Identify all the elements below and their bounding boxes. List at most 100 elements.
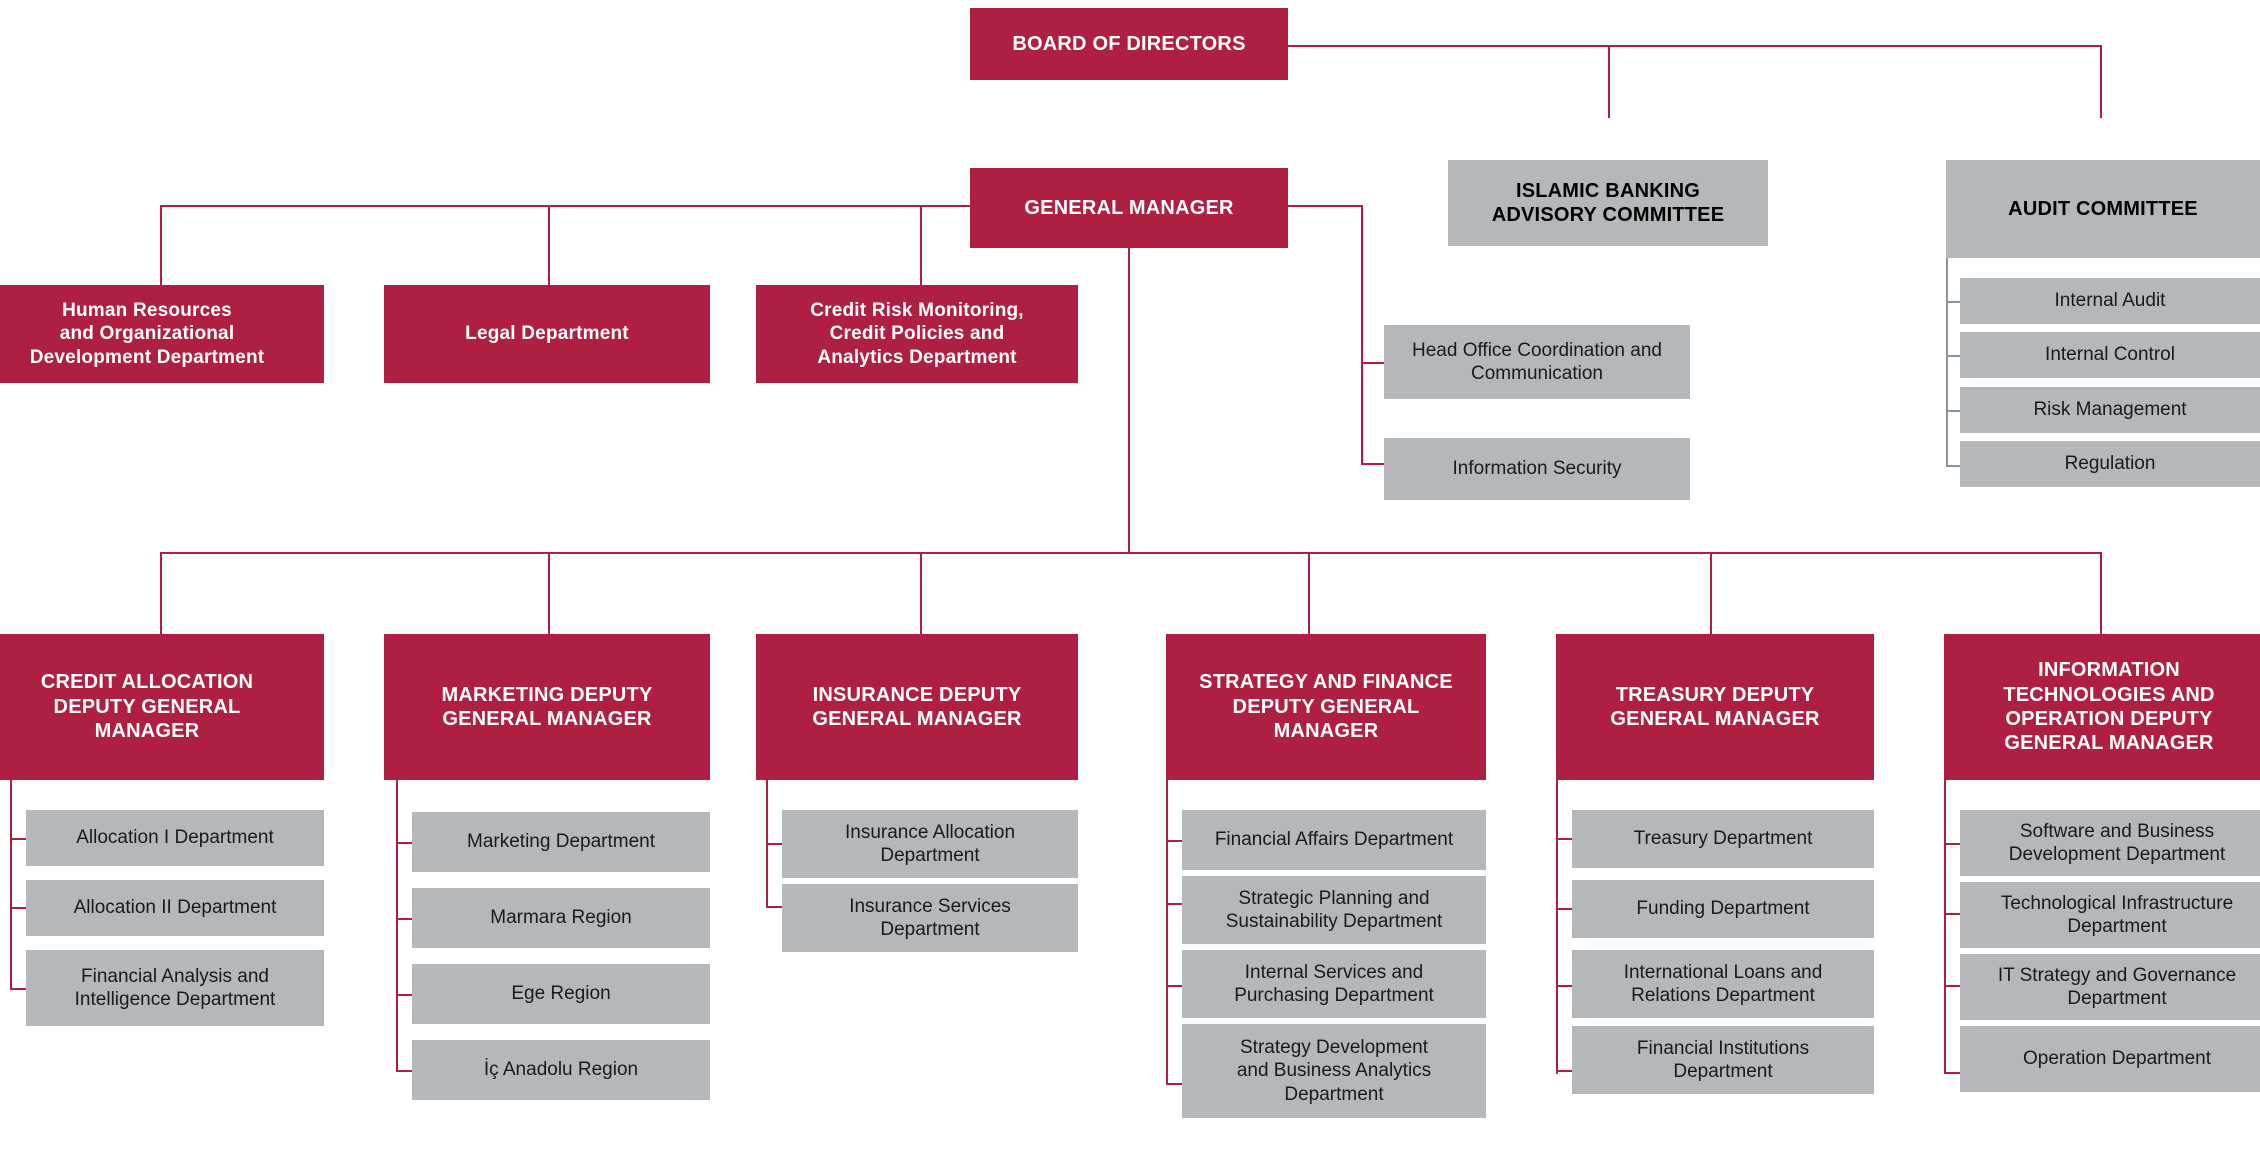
connector-division-3-unit-3: [1166, 1083, 1182, 1085]
unit-label-line: Department: [880, 919, 980, 940]
connector-division-4-unit-3: [1556, 1070, 1572, 1072]
division-4-unit-treasury-department[interactable]: Treasury Department: [1572, 810, 1874, 868]
connector-division-1-unit-3: [396, 1070, 412, 1072]
connector-division-1-spine: [396, 780, 398, 1072]
division-title-line: GENERAL MANAGER: [1610, 708, 1820, 730]
division-5-unit-operation-department[interactable]: Operation Department: [1960, 1026, 2260, 1092]
unit-label-line: Financial Analysis and: [81, 965, 269, 987]
unit-label-line: Department: [2067, 916, 2167, 937]
node-audit-committee[interactable]: AUDIT COMMITTEE: [1946, 160, 2260, 258]
islamic-committee-label-line1: ISLAMIC BANKING: [1515, 179, 1701, 202]
connector-division-2-unit-1: [766, 906, 782, 908]
connector-gm-left-bus: [160, 205, 970, 207]
unit-label-line: Insurance Allocation: [844, 821, 1016, 843]
connector-division-0-spine: [10, 780, 12, 990]
connector-audit-to-unit-1: [1946, 355, 1960, 357]
unit-label-line: Strategy Development: [1240, 1037, 1428, 1059]
unit-label-line: Relations Department: [1631, 985, 1815, 1006]
legal-department-label: Legal Department: [465, 323, 629, 345]
audit-unit-internal-audit[interactable]: Internal Audit: [1960, 278, 2260, 324]
division-1-unit-marketing-department[interactable]: Marketing Department: [412, 812, 710, 872]
connector-division-4-unit-0: [1556, 838, 1572, 840]
unit-label: Operation Department: [2023, 1048, 2211, 1070]
division-title-line: GENERAL MANAGER: [442, 708, 652, 730]
node-division-insurance[interactable]: INSURANCE DEPUTY GENERAL MANAGER: [756, 634, 1078, 780]
node-information-security[interactable]: Information Security: [1384, 438, 1690, 500]
connector-audit-to-unit-0: [1946, 301, 1960, 303]
node-islamic-banking-advisory-committee[interactable]: ISLAMIC BANKING ADVISORY COMMITTEE: [1448, 160, 1768, 246]
division-0-unit-allocation-i[interactable]: Allocation I Department: [26, 810, 324, 866]
division-title-line: GENERAL MANAGER: [812, 708, 1022, 730]
division-3-unit-strategy-development[interactable]: Strategy Development and Business Analyt…: [1182, 1024, 1486, 1118]
unit-label-line: Department: [2067, 988, 2167, 1009]
connector-gm-right-stub: [1288, 205, 1363, 207]
division-1-unit-ege-region[interactable]: Ege Region: [412, 964, 710, 1024]
connector-division-3-unit-2: [1166, 985, 1182, 987]
connector-division-2-unit-0: [766, 843, 782, 845]
division-5-unit-it-strategy-governance[interactable]: IT Strategy and Governance Department: [1960, 954, 2260, 1020]
node-division-information-technologies[interactable]: INFORMATION TECHNOLOGIES AND OPERATION D…: [1944, 634, 2260, 780]
division-title-line: DEPUTY GENERAL: [1232, 695, 1420, 718]
hr-label-line3: Development Department: [29, 346, 265, 368]
division-4-unit-funding-department[interactable]: Funding Department: [1572, 880, 1874, 938]
node-credit-risk-monitoring-department[interactable]: Credit Risk Monitoring, Credit Policies …: [756, 285, 1078, 383]
division-title-line: CREDIT ALLOCATION: [40, 671, 254, 694]
node-division-strategy-finance[interactable]: STRATEGY AND FINANCE DEPUTY GENERAL MANA…: [1166, 634, 1486, 780]
division-0-unit-allocation-ii[interactable]: Allocation II Department: [26, 880, 324, 936]
division-3-unit-internal-services[interactable]: Internal Services and Purchasing Departm…: [1182, 950, 1486, 1018]
connector-audit-to-unit-2: [1946, 410, 1960, 412]
audit-unit-internal-control[interactable]: Internal Control: [1960, 332, 2260, 378]
connector-gm-center-spine: [1128, 248, 1130, 554]
division-4-unit-financial-institutions[interactable]: Financial Institutions Department: [1572, 1026, 1874, 1094]
connector-gm-right-vertical: [1361, 205, 1363, 465]
division-5-unit-technological-infrastructure[interactable]: Technological Infrastructure Department: [1960, 882, 2260, 948]
node-legal-department[interactable]: Legal Department: [384, 285, 710, 383]
division-title-line: TREASURY DEPUTY: [1615, 683, 1815, 706]
connector-gm-to-hr: [160, 205, 162, 285]
division-title-line: MARKETING DEPUTY: [441, 683, 653, 706]
board-of-directors-label: BOARD OF DIRECTORS: [1012, 32, 1246, 55]
division-0-unit-financial-analysis[interactable]: Financial Analysis and Intelligence Depa…: [26, 950, 324, 1026]
node-division-treasury[interactable]: TREASURY DEPUTY GENERAL MANAGER: [1556, 634, 1874, 780]
connector-division-4-unit-2: [1556, 985, 1572, 987]
head-office-label-line1: Head Office Coordination and: [1412, 339, 1662, 361]
division-1-unit-marmara-region[interactable]: Marmara Region: [412, 888, 710, 948]
connector-division-1-unit-0: [396, 842, 412, 844]
division-2-unit-insurance-services[interactable]: Insurance Services Department: [782, 884, 1078, 952]
head-office-label-line2: Communication: [1471, 363, 1603, 384]
connector-bus-to-division-3: [1308, 552, 1310, 634]
division-3-unit-strategic-planning[interactable]: Strategic Planning and Sustainability De…: [1182, 876, 1486, 944]
audit-unit-regulation[interactable]: Regulation: [1960, 441, 2260, 487]
unit-label-line: Insurance Services: [849, 895, 1011, 917]
credit-risk-label-line1: Credit Risk Monitoring,: [810, 300, 1024, 322]
islamic-committee-label-line2: ADVISORY COMMITTEE: [1491, 204, 1725, 226]
audit-unit-label: Regulation: [2064, 453, 2156, 475]
unit-label: Allocation II Department: [73, 897, 277, 919]
unit-label-line: Department: [1284, 1083, 1384, 1105]
connector-audit-spine: [1946, 258, 1948, 467]
division-4-unit-international-loans[interactable]: International Loans and Relations Depart…: [1572, 950, 1874, 1018]
connector-division-3-spine: [1166, 780, 1168, 1085]
division-title-line: OPERATION DEPUTY: [2005, 708, 2213, 730]
connector-division-5-unit-3: [1944, 1072, 1960, 1074]
connector-audit-to-unit-3: [1946, 465, 1960, 467]
connector-division-5-spine: [1944, 780, 1946, 1074]
division-1-unit-ic-anadolu-region[interactable]: İç Anadolu Region: [412, 1040, 710, 1100]
division-3-unit-financial-affairs[interactable]: Financial Affairs Department: [1182, 810, 1486, 870]
audit-committee-label: AUDIT COMMITTEE: [2008, 197, 2198, 220]
unit-label-line: Financial Institutions: [1636, 1037, 1810, 1059]
division-title-line: INSURANCE DEPUTY: [812, 683, 1022, 706]
division-2-unit-insurance-allocation[interactable]: Insurance Allocation Department: [782, 810, 1078, 878]
unit-label-line: Department: [1673, 1061, 1773, 1082]
node-human-resources-department[interactable]: Human Resources and Organizational Devel…: [0, 285, 324, 383]
node-division-marketing[interactable]: MARKETING DEPUTY GENERAL MANAGER: [384, 634, 710, 780]
node-general-manager[interactable]: GENERAL MANAGER: [970, 168, 1288, 248]
audit-unit-risk-management[interactable]: Risk Management: [1960, 387, 2260, 433]
node-board-of-directors[interactable]: BOARD OF DIRECTORS: [970, 8, 1288, 80]
division-title-line: GENERAL MANAGER: [2004, 732, 2214, 755]
division-5-unit-software-development[interactable]: Software and Business Development Depart…: [1960, 810, 2260, 876]
node-division-credit-allocation[interactable]: CREDIT ALLOCATION DEPUTY GENERAL MANAGER: [0, 634, 324, 780]
division-title-line: STRATEGY AND FINANCE: [1199, 671, 1453, 694]
connector-bus-to-division-2: [920, 552, 922, 634]
node-head-office-coordination[interactable]: Head Office Coordination and Communicati…: [1384, 325, 1690, 399]
